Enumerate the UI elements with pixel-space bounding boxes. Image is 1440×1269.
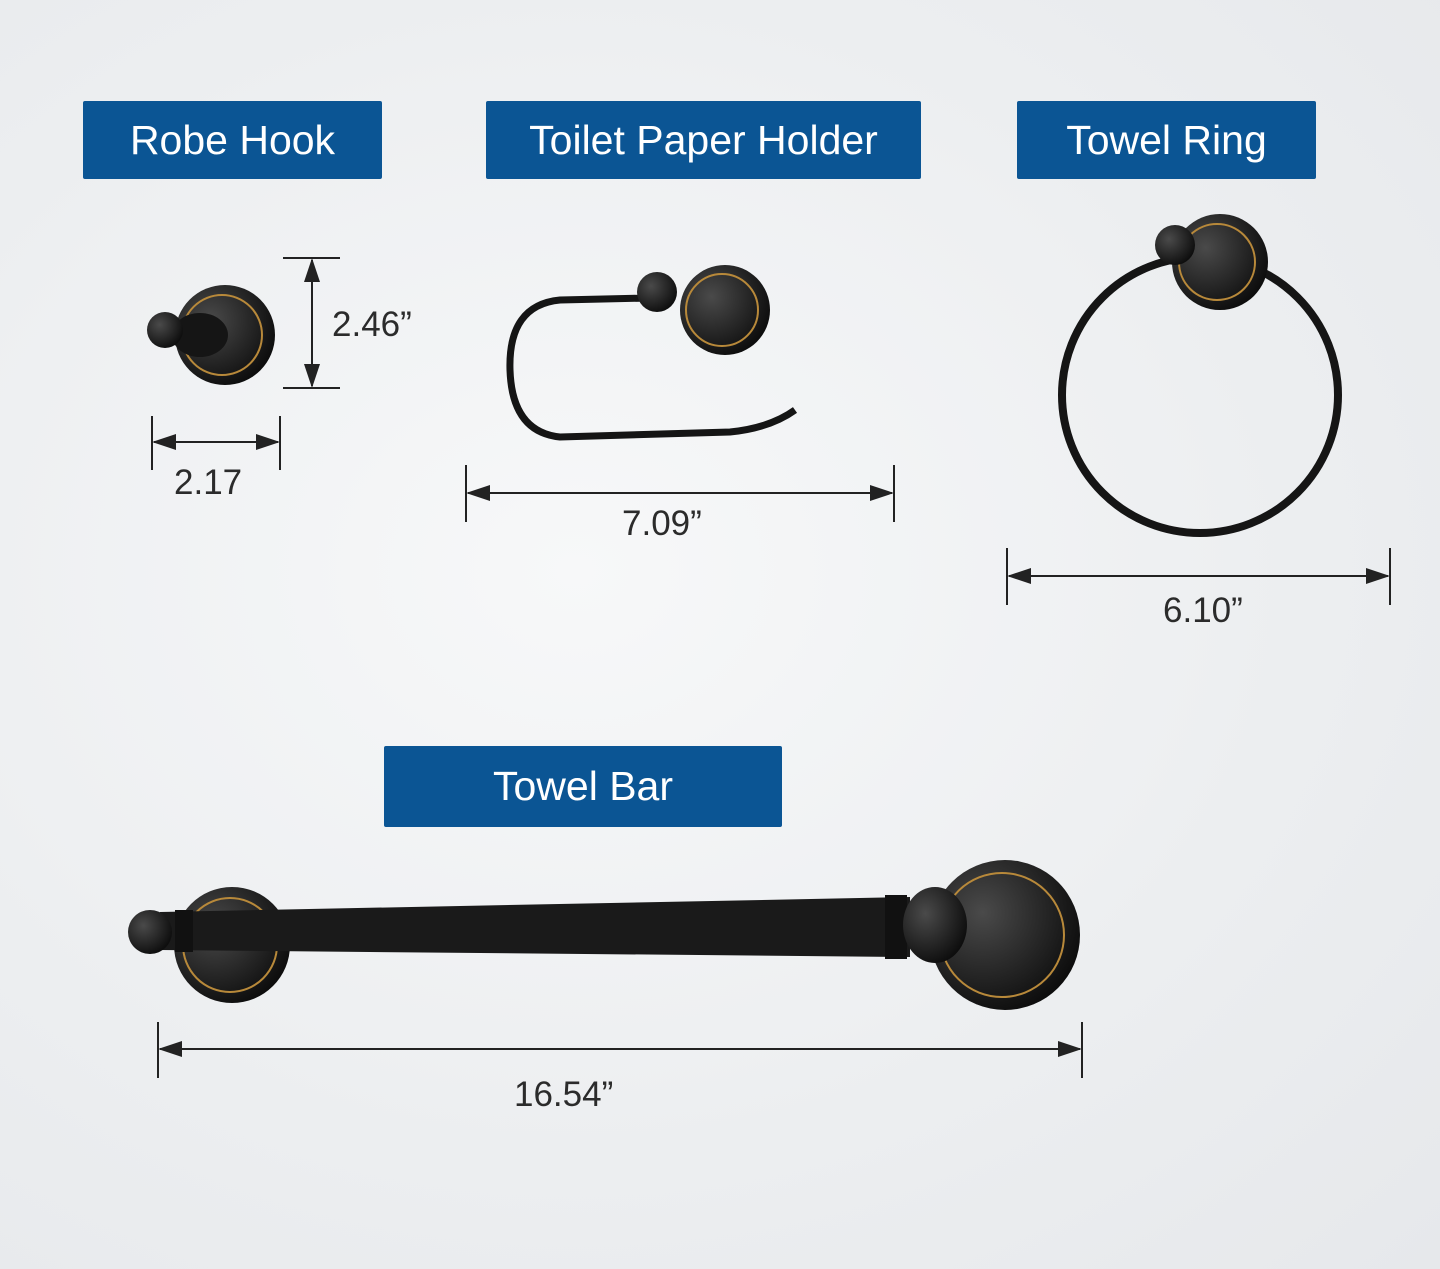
robe-hook-height: 2.46” — [332, 305, 412, 344]
robe-hook-label: Robe Hook — [83, 101, 382, 179]
towel-bar-label: Towel Bar — [384, 746, 782, 827]
towel-ring-width: 6.10” — [1163, 591, 1243, 630]
dimension-lines — [151, 257, 1391, 1078]
robe-hook-width: 2.17 — [174, 463, 243, 502]
toilet-paper-holder-label: Toilet Paper Holder — [486, 101, 921, 179]
robe-hook-image — [147, 285, 275, 385]
towel-bar-image — [128, 860, 1080, 1010]
towel-bar-width: 16.54” — [514, 1075, 614, 1114]
towel-ring-label: Towel Ring — [1017, 101, 1316, 179]
towel-ring-image — [1058, 214, 1342, 537]
toilet-paper-holder-width: 7.09” — [622, 504, 702, 543]
toilet-paper-holder-image — [506, 265, 798, 441]
